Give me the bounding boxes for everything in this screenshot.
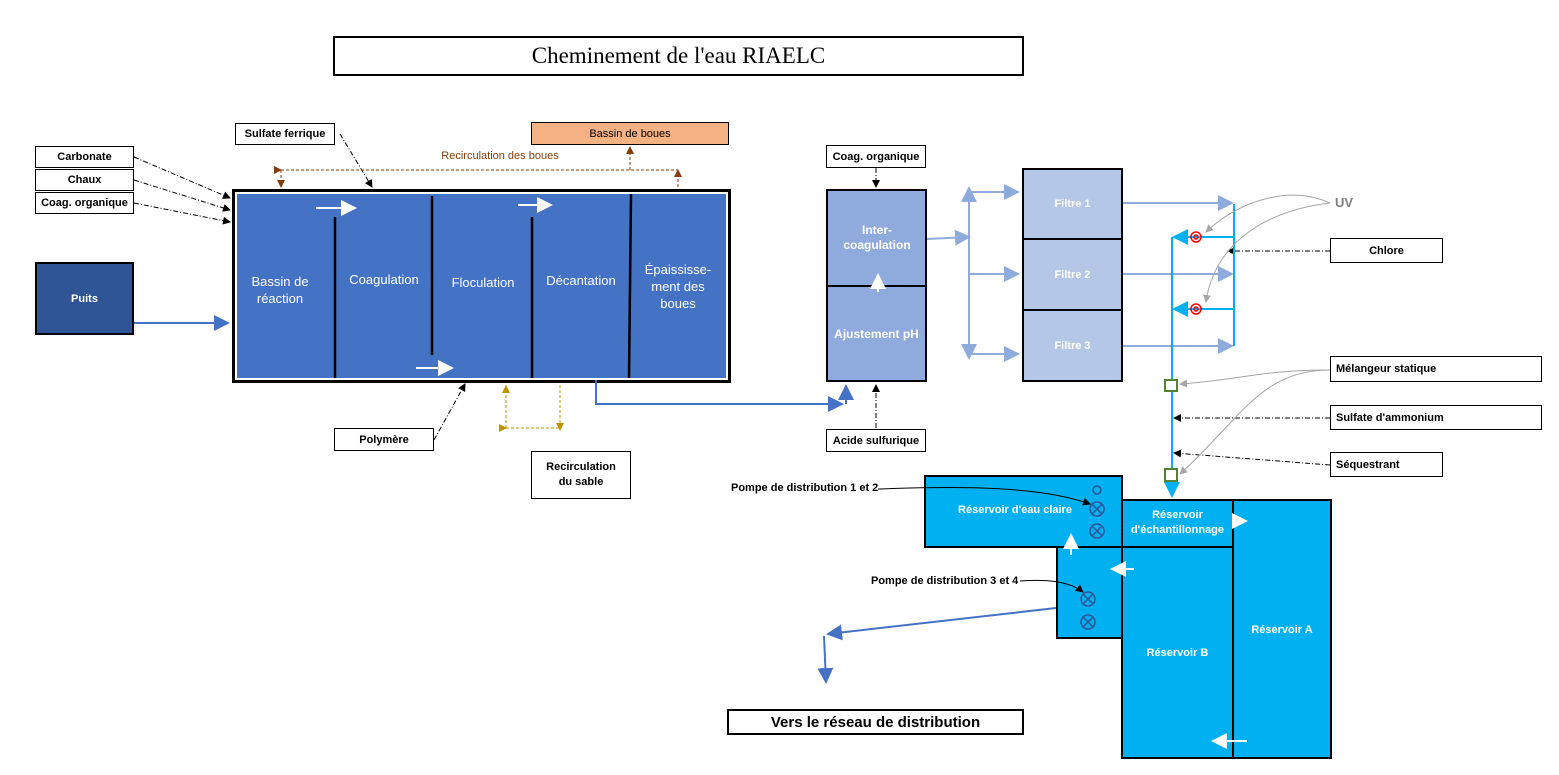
stage-decantation: Décantation xyxy=(546,272,616,288)
coag-organique-top-label: Coag. organique xyxy=(826,145,926,168)
static-mixer-icons xyxy=(1164,379,1178,482)
clear-water-line xyxy=(1164,204,1235,498)
filter-1: Filtre 1 xyxy=(1022,168,1123,240)
puits-box: Puits xyxy=(35,262,134,335)
diagram-title: Cheminement de l'eau RIAELC xyxy=(333,36,1024,76)
reservoir-flow-arrows xyxy=(1063,513,1248,749)
melangeur-statique-label: Mélangeur statique xyxy=(1330,356,1542,382)
bassin-de-boues-label: Bassin de boues xyxy=(531,122,729,145)
puits-label: Puits xyxy=(71,292,98,305)
sludge-recirculation xyxy=(274,146,682,188)
reservoir-eau-claire-label: Réservoir d'eau claire xyxy=(958,503,1072,516)
coag-organique-left-label: Coag. organique xyxy=(35,192,134,214)
reservoir-echantillonnage-label: Réservoir d'échantillonnage xyxy=(1130,509,1225,536)
main-flow-lines xyxy=(134,315,1057,684)
uv-label: UV xyxy=(1335,195,1354,210)
chlore-label: Chlore xyxy=(1330,238,1443,263)
sand-recirculation xyxy=(499,385,564,432)
stage-floculation: Floculation xyxy=(451,274,515,290)
main-tank xyxy=(232,189,731,383)
reservoir-a xyxy=(1232,499,1332,759)
filter-feed-lines xyxy=(926,184,1234,362)
reservoir-a-label: Réservoir A xyxy=(1251,623,1313,636)
uv-lamp-icons xyxy=(1190,231,1202,315)
pump-12-label: Pompe de distribution 1 et 2 xyxy=(731,482,879,494)
reservoir-b xyxy=(1121,546,1234,759)
tank-dividers xyxy=(333,193,633,379)
acide-sulfurique-label: Acide sulfurique xyxy=(826,429,926,452)
pump-callouts xyxy=(877,487,1091,593)
uv-curves xyxy=(1179,194,1331,475)
chaux-label: Chaux xyxy=(35,169,134,191)
sulfate-ammonium-label: Sulfate d'ammonium xyxy=(1330,405,1542,430)
inter-coagulation-label: Inter-coagulation xyxy=(843,223,911,252)
stage-epaississement: Épaississe-ment des boues xyxy=(644,261,712,311)
stage-bassin-de-reaction: Bassin de réaction xyxy=(251,274,309,306)
filter-2: Filtre 2 xyxy=(1022,238,1123,311)
distribution-label: Vers le réseau de distribution xyxy=(727,709,1024,735)
recirculation-sable-label: Recirculation du sable xyxy=(531,451,631,499)
tank-flow-arrows xyxy=(316,197,886,376)
filter-3: Filtre 3 xyxy=(1022,309,1123,382)
chemical-feed-arrows xyxy=(133,133,1331,466)
sulfate-ferrique-label: Sulfate ferrique xyxy=(235,123,335,145)
pump-icons xyxy=(1080,485,1105,630)
sequestrant-label: Séquestrant xyxy=(1330,452,1443,477)
ajustement-ph-label: Ajustement pH xyxy=(834,326,919,341)
stage-coagulation: Coagulation xyxy=(349,271,419,287)
carbonate-label: Carbonate xyxy=(35,146,134,168)
polymere-label: Polymère xyxy=(334,428,434,451)
pump-34-label: Pompe de distribution 3 et 4 xyxy=(871,575,1019,587)
reservoir-b-label: Réservoir B xyxy=(1146,646,1209,659)
recirculation-boues-label: Recirculation des boues xyxy=(441,150,559,162)
